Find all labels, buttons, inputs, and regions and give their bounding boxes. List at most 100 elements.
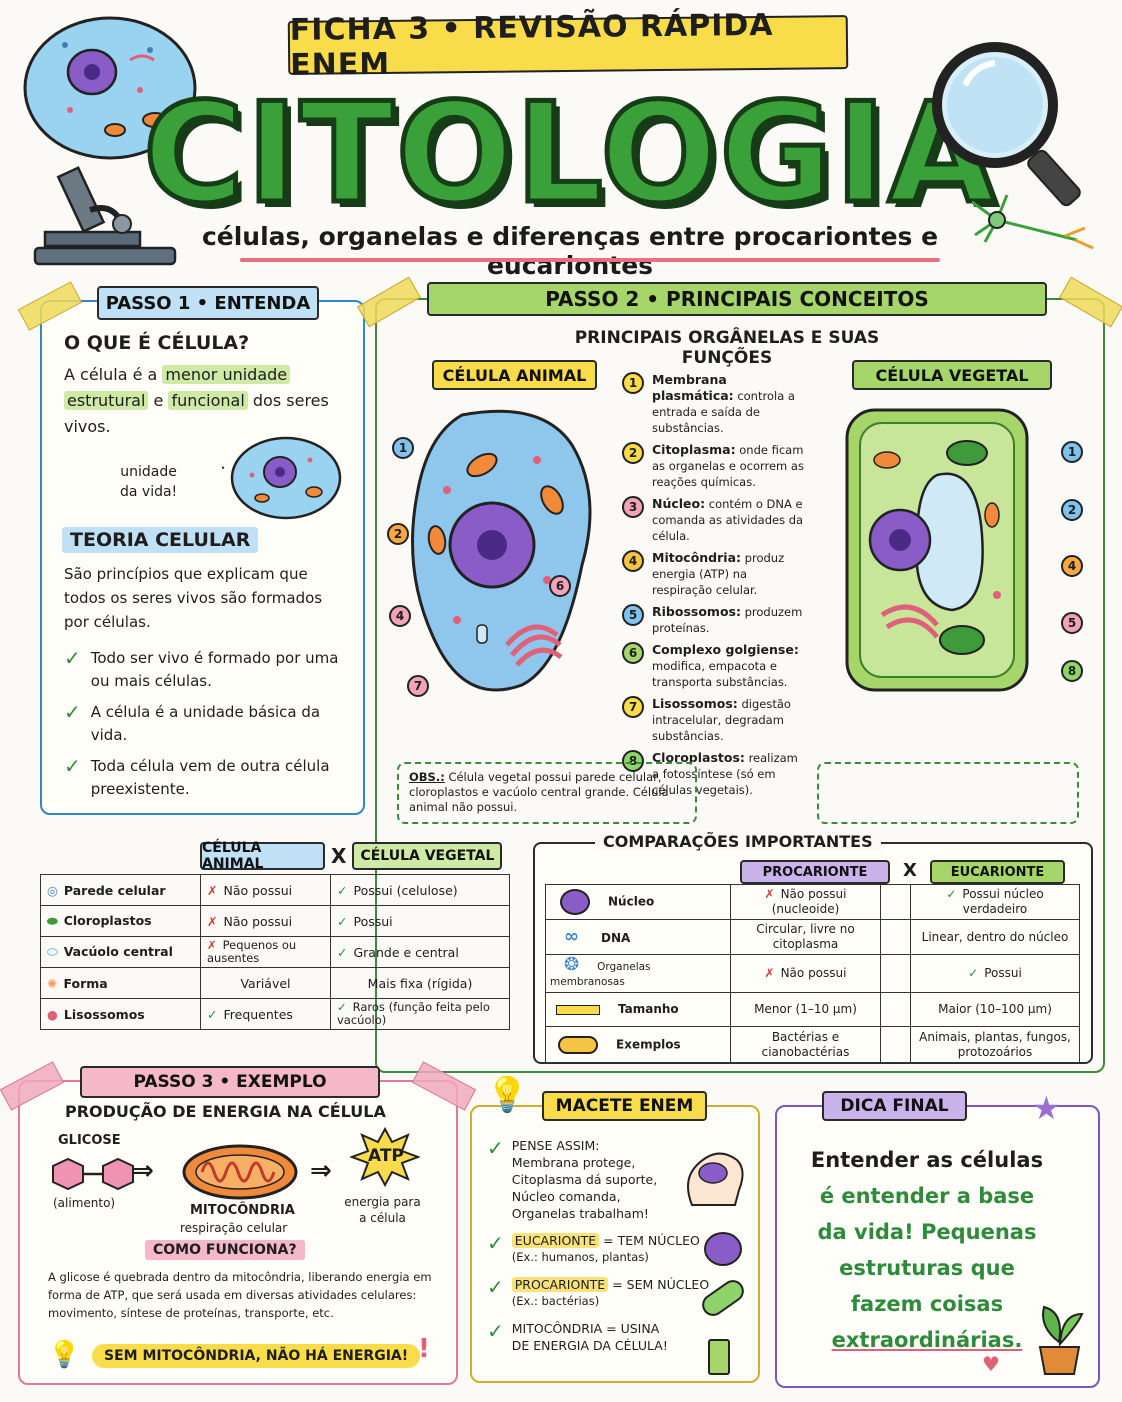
plant-cell-label: CÉLULA VEGETAL (852, 360, 1052, 390)
header-banner: FICHA 3 • REVISÃO RÁPIDA ENEM (287, 8, 849, 83)
animal-cell: ✗Pequenos ou ausentes (200, 936, 331, 968)
cell-comparison: CÉLULA ANIMAL X CÉLULA VEGETAL ◎Parede c… (40, 840, 515, 1030)
row-label: Tamanho (545, 992, 731, 1027)
animal-cell: ✗Não possui (200, 874, 331, 906)
plant-cell-diagram (845, 408, 1029, 692)
header: FICHA 3 • REVISÃO RÁPIDA ENEM CITOLOGIA … (0, 0, 1122, 280)
row-label: ❂Organelas membranosas (545, 954, 731, 993)
organelle-desc: contém o DNA e comanda as atividades da … (652, 497, 804, 543)
subtitle-underline (240, 258, 940, 262)
tape-decoration (357, 276, 421, 328)
page-title: CITOLOGIA (141, 70, 998, 236)
dica-label: DICA FINAL (822, 1091, 967, 1121)
dica-line: da vida! Pequenas (817, 1220, 1037, 1244)
unit-label: unidade da vida! (120, 462, 177, 502)
def-highlight-1: menor unidade (162, 365, 291, 384)
table-row: Núcleo ✗Não possui (nucleoide) ✓Possui n… (545, 884, 1080, 920)
macete-list: ✓ PENSE ASSIM: Membrana protege, Citopla… (487, 1137, 752, 1364)
table-row: ✺Forma Variável Mais fixa (rígida) (40, 967, 510, 999)
atp-sub: energia para a célula (344, 1195, 421, 1225)
row-label: ✺Forma (40, 967, 201, 999)
mito-label: MITOCÔNDRIA (190, 1203, 295, 1218)
atp-label: ATP (368, 1146, 404, 1166)
principle-item: ✓Toda célula vem de outra célula preexis… (64, 755, 349, 801)
principle-item: ✓ A célula é a unidade básica da vida. (64, 701, 349, 747)
organelle-item: 7 Lisossomos: digestão intracelular, degr… (622, 696, 807, 744)
battery-icon (708, 1339, 730, 1375)
arrow-icon: ⇒ (132, 1156, 154, 1186)
organelle-number: 8 (622, 750, 644, 772)
think-line: Organelas trabalham! (511, 1206, 649, 1221)
macete-item: ✓ PROCARIONTE = SEM NÚCLEO (Ex.: bactéri… (487, 1276, 752, 1310)
step3-panel: PASSO 3 • EXEMPLO PRODUÇÃO DE ENERGIA NA… (0, 1061, 477, 1385)
organelle-desc: digestão intracelular, degradam substânc… (652, 697, 791, 743)
organelle-number: 6 (622, 642, 644, 664)
small-cell-illustration (222, 436, 342, 520)
arrow-icon: ⇒ (310, 1156, 332, 1186)
euc-example: (Ex.: humanos, plantas) (511, 1250, 649, 1264)
step1-question: O QUE É CÉLULA? (64, 332, 250, 354)
obs-label: OBS.: (409, 770, 445, 784)
pro-example: (Ex.: bactérias) (511, 1294, 600, 1308)
check-icon: ✓ (64, 700, 81, 724)
def-highlight-2: estrutural (64, 391, 149, 410)
energy-alert: SEM MITOCÔNDRIA, NÃO HÁ ENERGIA! (92, 1344, 421, 1368)
principles-list: ✓Todo ser vivo é formado por uma ou mais… (64, 647, 349, 809)
step1-panel: PASSO 1 • ENTENDA O QUE É CÉLULA? A célu… (17, 281, 365, 815)
pro-rest: = SEM NÚCLEO (612, 1277, 710, 1292)
check-icon: ✓ (64, 646, 81, 670)
animal-marker-4: 4 (389, 605, 411, 627)
organelle-desc: onde ficam as organelas e ocorrem as rea… (652, 443, 804, 489)
table-row: ∞DNA Circular, livre no citoplasma Linea… (545, 919, 1080, 955)
plant-cell: Mais fixa (rígida) (330, 967, 510, 999)
row-label: ⬭Vacúolo central (40, 936, 201, 968)
organelle-number: 7 (622, 696, 644, 718)
dica-line: Entender as células (810, 1148, 1044, 1172)
x-icon: ✗ (764, 966, 775, 980)
organelle-icon: ❂ (564, 954, 580, 975)
tape-decoration (1059, 276, 1122, 328)
animal-marker-1: 1 (392, 437, 414, 459)
plant-marker-8: 8 (1061, 660, 1083, 682)
plant-marker-1: 1 (1061, 441, 1083, 463)
macete-panel: 💡 MACETE ENEM ✓ PENSE ASSIM: Membrana pr… (470, 1075, 760, 1383)
principle-text: A célula é a unidade básica da vida. (90, 703, 321, 744)
mitochondria-icon (182, 1144, 298, 1200)
organelle-name: Mitocôndria: (652, 550, 742, 565)
spacer-cell (880, 919, 911, 955)
def-highlight-3: funcional (168, 391, 248, 410)
theory-intro: São princípios que explicam que todos os… (64, 565, 323, 631)
dica-line: extraordinárias. (831, 1328, 1023, 1352)
glucose-sub: (alimento) (53, 1196, 116, 1210)
prokaryote-comparison: COMPARAÇÕES IMPORTANTES PROCARIONTE X EU… (533, 832, 1093, 1064)
euc-rest: = TEM NÚCLEO (603, 1233, 700, 1248)
pro-cell: ✗Não possui (nucleoide) (730, 884, 881, 920)
exclamation-icon: ! (418, 1334, 430, 1364)
ruler-icon (556, 1004, 600, 1015)
organelle-name: Núcleo: (652, 496, 706, 511)
x-icon: ✗ (764, 887, 775, 901)
spacer-cell (880, 954, 911, 993)
theory-title: TEORIA CELULAR (62, 527, 259, 553)
empty-note-box (817, 762, 1079, 824)
organelle-name: Lisossomos: (652, 696, 738, 711)
row-label: ⬬Cloroplastos (40, 905, 201, 937)
def-text: seres vivos. (64, 391, 329, 436)
dica-text: Entender as células é entender a base da… (807, 1142, 1047, 1358)
col-euc-header: EUCARIONTE (930, 860, 1065, 884)
prokaryote-table: Núcleo ✗Não possui (nucleoide) ✓Possui n… (545, 884, 1080, 1063)
pro-cell: ✗Não possui (730, 954, 881, 993)
def-text: dos (252, 391, 282, 410)
magnifier-illustration (932, 42, 1094, 250)
euc-cell: ✓Possui (910, 954, 1080, 993)
organelle-name: Ribossomos: (652, 604, 741, 619)
table-row: ⬬Cloroplastos ✗Não possui ✓Possui (40, 905, 510, 937)
step1-label: PASSO 1 • ENTENDA (97, 286, 319, 320)
eukaryote-icon (704, 1232, 742, 1266)
versus-mark: X (331, 844, 347, 868)
dna-icon: ∞ (564, 925, 579, 947)
obs-note: OBS.: Célula vegetal possui parede celul… (397, 762, 697, 824)
